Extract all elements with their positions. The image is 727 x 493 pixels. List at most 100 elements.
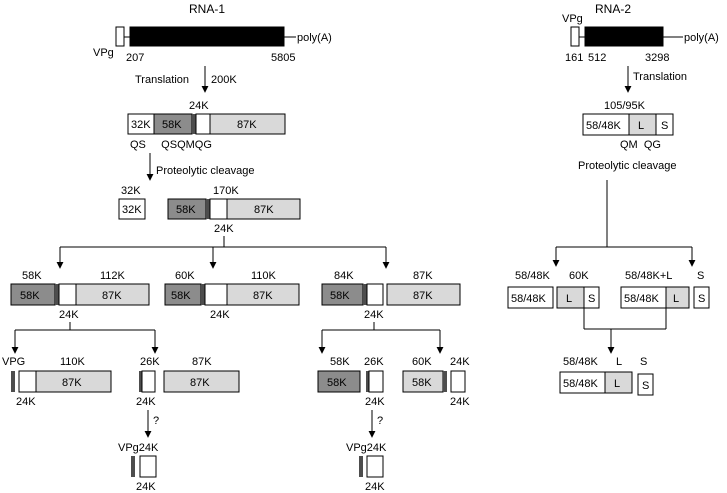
svg-text:VPG: VPG bbox=[2, 356, 25, 368]
svg-text:87K: 87K bbox=[192, 356, 212, 368]
svg-text:26K: 26K bbox=[364, 356, 384, 368]
svg-text:VPg24K: VPg24K bbox=[118, 442, 159, 454]
svg-text:24K: 24K bbox=[365, 396, 385, 408]
rna1-poly-32k: 32K bbox=[131, 119, 151, 131]
svg-text:170K: 170K bbox=[213, 185, 239, 197]
rna1-branch-1 bbox=[56, 236, 390, 269]
svg-text:24K: 24K bbox=[214, 223, 234, 235]
svg-text:58K: 58K bbox=[20, 290, 40, 302]
rna2-product-s: S S bbox=[693, 270, 710, 309]
svg-text:24K: 24K bbox=[16, 396, 36, 408]
svg-text:24K: 24K bbox=[136, 481, 156, 493]
svg-text:S: S bbox=[640, 356, 647, 368]
rna1-translation-label: Translation bbox=[135, 74, 189, 86]
svg-text:Proteolytic cleavage: Proteolytic cleavage bbox=[578, 160, 676, 172]
svg-text:32K: 32K bbox=[121, 185, 141, 197]
svg-text:87K: 87K bbox=[102, 290, 122, 302]
svg-text:58/48K: 58/48K bbox=[515, 270, 551, 282]
svg-text:105/95K: 105/95K bbox=[604, 100, 646, 112]
svg-text:58/48K+L: 58/48K+L bbox=[625, 270, 672, 282]
svg-text:87K: 87K bbox=[413, 270, 433, 282]
svg-text:?: ? bbox=[153, 415, 159, 427]
rna1-p32k: 32K 32K bbox=[118, 185, 146, 220]
svg-text:112K: 112K bbox=[100, 270, 126, 282]
svg-text:L: L bbox=[614, 378, 620, 390]
rna2-final-products: 58/48K 58/48K L L S S bbox=[559, 356, 654, 396]
svg-text:poly(A): poly(A) bbox=[684, 32, 719, 44]
svg-text:L: L bbox=[616, 356, 622, 368]
svg-text:60K: 60K bbox=[175, 270, 195, 282]
svg-text:58/48K: 58/48K bbox=[563, 378, 599, 390]
rna1-24k-label: 24K bbox=[189, 100, 209, 112]
svg-text:110K: 110K bbox=[251, 270, 277, 282]
svg-text:24K: 24K bbox=[365, 481, 385, 493]
rna2-vpg-label: VPg bbox=[562, 13, 583, 25]
rna2-polyprotein: 105/95K 58/48K L S QM QG bbox=[582, 100, 674, 151]
svg-text:Translation: Translation bbox=[633, 71, 687, 83]
rna1-translation: Translation 200K bbox=[135, 66, 237, 93]
rna2-translation: Translation bbox=[624, 66, 687, 93]
rna1-branch-2 bbox=[11, 322, 444, 354]
rna1-cleavage-sites: QS QSQMQG bbox=[130, 139, 212, 151]
svg-text:58/48K: 58/48K bbox=[563, 356, 599, 368]
rna1-poly-87k: 87K bbox=[237, 119, 257, 131]
svg-text:58K: 58K bbox=[22, 270, 42, 282]
rna1-start: 207 bbox=[126, 52, 144, 64]
rna1-end: 5805 bbox=[271, 52, 295, 64]
svg-text:58K: 58K bbox=[330, 290, 350, 302]
rna1-p170k: 170K 58K 87K 24K bbox=[167, 185, 301, 235]
rna1-poly-vpg bbox=[192, 114, 196, 134]
svg-text:S: S bbox=[642, 380, 649, 392]
rna1-cleavage-step: Proteolytic cleavage bbox=[146, 153, 254, 181]
svg-text:3298: 3298 bbox=[645, 52, 669, 64]
rna1-polyprotein: 24K 32K 58K 87K QS QSQMQG bbox=[127, 100, 286, 151]
rna2-genome: RNA-2 VPg poly(A) 161 512 3298 bbox=[562, 2, 719, 64]
rna1-polya: poly(A) bbox=[297, 32, 332, 44]
svg-text:87K: 87K bbox=[62, 377, 82, 389]
svg-text:87K: 87K bbox=[190, 377, 210, 389]
rna2-cleavage-step: Proteolytic cleavage bbox=[552, 160, 696, 267]
svg-text:58K: 58K bbox=[327, 377, 347, 389]
svg-text:S: S bbox=[661, 120, 668, 132]
svg-text:24K: 24K bbox=[450, 396, 470, 408]
svg-text:S: S bbox=[698, 293, 705, 305]
rna2-title: RNA-2 bbox=[595, 2, 631, 16]
rna1-final-87k: 87K 87K bbox=[163, 356, 240, 393]
rna1-title: RNA-1 bbox=[189, 2, 225, 16]
svg-text:L: L bbox=[566, 293, 572, 305]
rna1-translation-size: 200K bbox=[211, 74, 237, 86]
rna1-final-26k: 26K 24K ? VPg24K 24K bbox=[118, 356, 160, 493]
svg-text:87K: 87K bbox=[413, 290, 433, 302]
svg-text:QM QG: QM QG bbox=[620, 139, 661, 151]
svg-text:58/48K: 58/48K bbox=[586, 120, 622, 132]
svg-text:24K: 24K bbox=[136, 396, 156, 408]
svg-text:110K: 110K bbox=[60, 356, 86, 368]
svg-text:24K: 24K bbox=[210, 309, 230, 321]
rna1-intermediate-84k-87k: 84K 87K 58K 87K 24K bbox=[321, 270, 461, 321]
svg-text:26K: 26K bbox=[140, 356, 160, 368]
svg-text:S: S bbox=[588, 293, 595, 305]
svg-text:87K: 87K bbox=[253, 290, 273, 302]
rna2-product-58-48k: 58/48K 58/48K bbox=[507, 270, 554, 309]
rna1-genome: RNA-1 poly(A) VPg 207 5805 bbox=[93, 2, 332, 64]
svg-text:58K: 58K bbox=[330, 356, 350, 368]
svg-text:58K: 58K bbox=[176, 204, 196, 216]
svg-text:S: S bbox=[697, 270, 704, 282]
rna2-product-58-48k-plus-l: 58/48K+L 58/48K L bbox=[620, 270, 690, 309]
svg-text:60K: 60K bbox=[569, 270, 589, 282]
rna1-poly-58k: 58K bbox=[162, 119, 182, 131]
svg-text:58/48K: 58/48K bbox=[624, 293, 660, 305]
svg-text:32K: 32K bbox=[122, 204, 142, 216]
rna2-product-60k: 60K L S bbox=[556, 270, 600, 309]
svg-text:L: L bbox=[638, 120, 644, 132]
rna1-intermediate-58k-112k: 58K 112K 58K 87K 24K bbox=[10, 270, 150, 321]
svg-text:512: 512 bbox=[588, 52, 606, 64]
svg-text:58K: 58K bbox=[412, 377, 432, 389]
svg-text:58/48K: 58/48K bbox=[511, 293, 547, 305]
svg-text:24K: 24K bbox=[450, 356, 470, 368]
rna1-vpg-box bbox=[115, 26, 125, 47]
svg-text:VPg24K: VPg24K bbox=[346, 442, 387, 454]
svg-text:84K: 84K bbox=[334, 270, 354, 282]
rna1-final-26k-b: 26K 24K ? VPg24K 24K bbox=[346, 356, 387, 493]
